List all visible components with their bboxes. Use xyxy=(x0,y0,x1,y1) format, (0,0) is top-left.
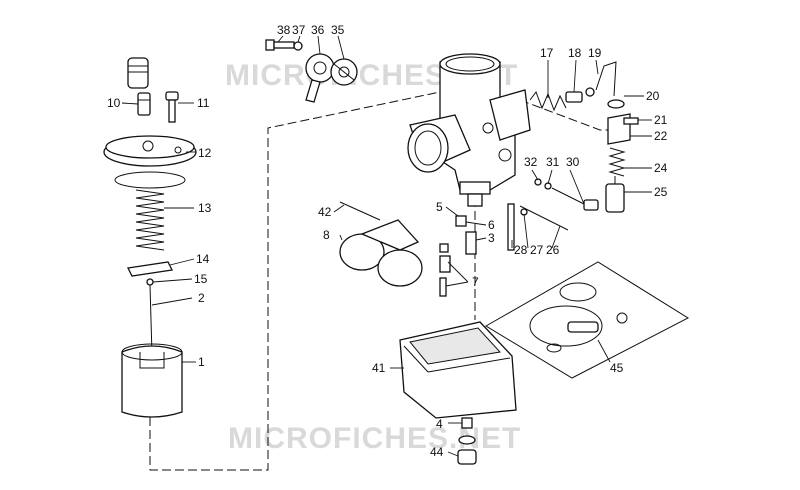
label-part-14: 14 xyxy=(196,252,210,266)
label-part-2: 2 xyxy=(198,291,205,305)
choke-screw xyxy=(265,39,295,51)
fuel-pipe xyxy=(595,61,617,97)
label-part-41: 41 xyxy=(372,361,386,375)
label-part-5: 5 xyxy=(436,200,443,214)
float-bowl xyxy=(399,321,517,419)
label-part-24: 24 xyxy=(654,161,668,175)
pipe-washer xyxy=(607,99,625,109)
choke-cover xyxy=(330,58,358,86)
slide-spring xyxy=(135,189,165,251)
label-part-15: 15 xyxy=(194,272,208,286)
label-part-28: 28 xyxy=(514,243,528,257)
choke-washer xyxy=(293,41,303,51)
label-part-37: 37 xyxy=(292,23,306,37)
label-part-10: 10 xyxy=(107,96,121,110)
float-pin xyxy=(339,201,381,221)
cap-screw xyxy=(623,117,639,125)
choke-lever xyxy=(305,53,335,103)
starter-plunger xyxy=(605,176,625,213)
label-part-42: 42 xyxy=(318,205,332,219)
plunger-spring xyxy=(608,147,626,177)
label-part-45: 45 xyxy=(610,361,624,375)
label-part-8: 8 xyxy=(323,228,330,242)
carburettor-body xyxy=(407,53,531,207)
label-part-44: 44 xyxy=(430,445,444,459)
label-part-18: 18 xyxy=(568,46,582,60)
air-screw-set xyxy=(534,178,599,211)
needle-plate xyxy=(127,261,173,277)
jet-needle xyxy=(149,284,153,356)
cover-gasket xyxy=(114,171,186,189)
label-part-13: 13 xyxy=(198,201,212,215)
label-part-19: 19 xyxy=(588,46,602,60)
label-part-36: 36 xyxy=(311,23,325,37)
label-part-11: 11 xyxy=(197,96,210,110)
cap-cable-adjuster xyxy=(127,57,149,89)
idle-screw-spring xyxy=(529,90,583,112)
cover-screw xyxy=(165,91,179,123)
label-part-3: 3 xyxy=(488,231,495,245)
label-part-20: 20 xyxy=(646,89,660,103)
label-part-27: 27 xyxy=(530,243,544,257)
needle-clip xyxy=(146,278,154,286)
label-part-6: 6 xyxy=(488,218,495,232)
label-part-25: 25 xyxy=(654,185,668,199)
adjuster-nut xyxy=(137,92,151,116)
jet-set xyxy=(439,215,477,297)
drain-screw xyxy=(457,417,477,465)
banjo-fitting xyxy=(585,87,595,97)
leader-lines xyxy=(121,35,652,457)
label-part-26: 26 xyxy=(546,243,560,257)
part-labels: 1 2 3 4 5 6 7 8 10 11 12 13 14 15 17 18 … xyxy=(107,23,668,459)
float xyxy=(339,219,423,287)
label-part-12: 12 xyxy=(198,146,212,160)
label-part-1: 1 xyxy=(198,355,205,369)
label-part-7: 7 xyxy=(472,275,479,289)
gasket-kit-bag xyxy=(485,261,690,379)
label-part-32: 32 xyxy=(524,155,538,169)
assembly-line-left xyxy=(149,91,441,471)
label-part-22: 22 xyxy=(654,129,668,143)
watermark-bottom: MICROFICHES.NET xyxy=(228,422,521,455)
throttle-slide xyxy=(121,343,183,418)
label-part-35: 35 xyxy=(331,23,345,37)
slide-cover xyxy=(103,135,197,167)
label-part-21: 21 xyxy=(654,113,668,127)
label-part-31: 31 xyxy=(546,155,560,169)
label-part-17: 17 xyxy=(540,46,554,60)
label-part-38: 38 xyxy=(277,23,291,37)
label-part-4: 4 xyxy=(436,417,443,431)
label-part-30: 30 xyxy=(566,155,580,169)
